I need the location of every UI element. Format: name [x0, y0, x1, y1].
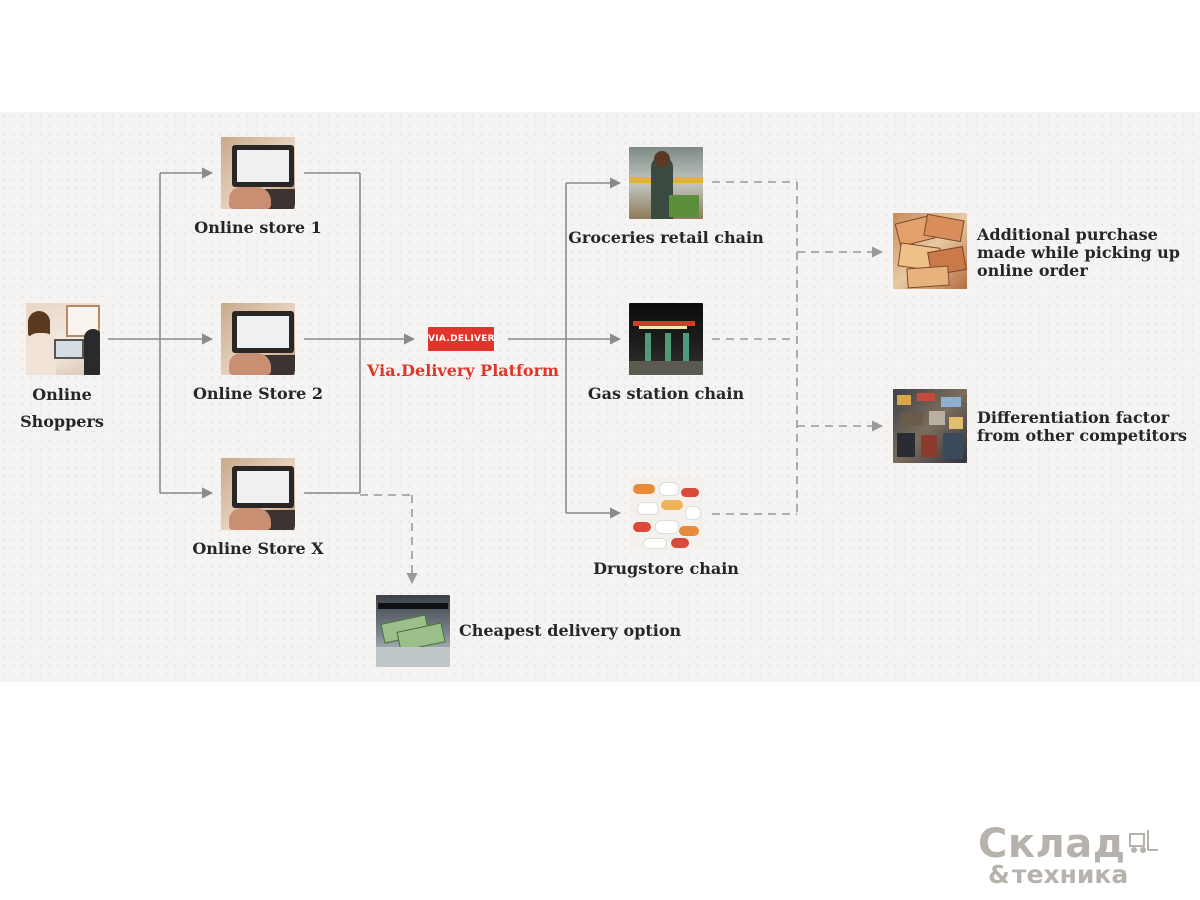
via-delivery-logo: VIA.DELIVERY	[428, 327, 494, 351]
money-photo	[893, 213, 967, 289]
store-2-photo	[221, 303, 295, 375]
store-crowd-photo	[893, 389, 967, 463]
grocery-photo	[629, 147, 703, 219]
store-x-label: Online Store X	[192, 539, 324, 558]
benefit-1-line-2: made while picking up	[977, 243, 1180, 262]
grocery-label: Groceries retail chain	[568, 228, 764, 247]
shoppers-label: Online Shoppers	[20, 385, 104, 431]
watermark-line-1: Склад	[978, 821, 1126, 867]
drugstore-label: Drugstore chain	[593, 559, 739, 578]
benefit-1-line-3: online order	[977, 261, 1088, 280]
benefit-2-line-1: Differentiation factor	[977, 408, 1170, 427]
watermark-ampersand: &	[988, 860, 1010, 889]
cheapest-label: Cheapest delivery option	[459, 621, 682, 640]
drugstore-photo	[629, 478, 703, 550]
cash-photo	[376, 595, 450, 667]
benefit-2-line-2: from other competitors	[977, 426, 1188, 445]
benefit-2-label: Differentiation factor from other compet…	[977, 409, 1187, 445]
store-2-label: Online Store 2	[192, 384, 324, 403]
store-1-label: Online store 1	[194, 218, 322, 237]
watermark-logo: Склад & техника	[978, 822, 1188, 892]
store-x-photo	[221, 458, 295, 530]
diagram-panel	[0, 112, 1200, 682]
logo-text: VIA.DELIVERY	[428, 334, 494, 344]
gas-station-label: Gas station chain	[587, 384, 745, 403]
benefit-1-line-1: Additional purchase	[977, 225, 1158, 244]
gas-station-photo	[629, 303, 703, 375]
forklift-icon	[1129, 830, 1158, 853]
benefit-1-label: Additional purchase made while picking u…	[977, 226, 1180, 280]
store-1-photo	[221, 137, 295, 209]
platform-label: Via.Delivery Platform	[367, 361, 559, 380]
shoppers-photo	[26, 303, 100, 375]
watermark-line-2: техника	[1012, 860, 1129, 889]
